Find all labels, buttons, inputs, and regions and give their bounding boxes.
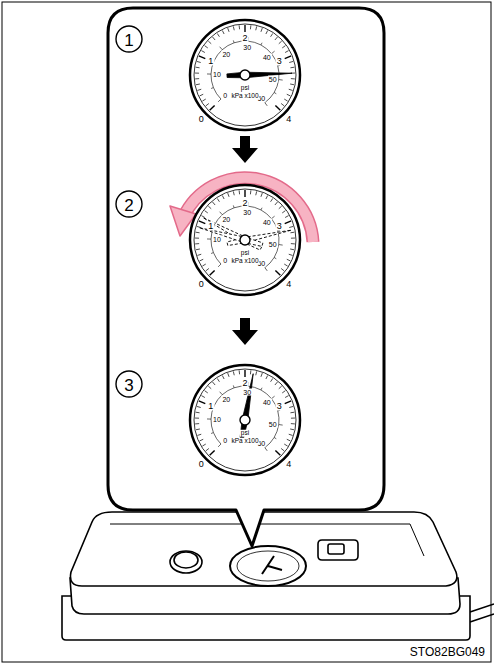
bar-scale-number: 0 [198,114,205,123]
needle-hub [240,235,250,245]
pressure-gauge [190,20,300,130]
psi-scale-number: 50 [268,420,278,427]
psi-scale-number: 20 [221,216,231,223]
compressor-device [62,512,494,640]
bar-scale-number: 3 [276,56,283,65]
callout-number: 3 [123,376,134,393]
gauge-needle [240,374,253,438]
gauge-needle [200,228,263,247]
psi-scale-number: 30 [242,389,252,396]
psi-scale-number: 40 [262,219,272,226]
unit-label: psi [240,250,250,257]
psi-scale-number: 30 [242,44,252,51]
bar-scale-number: 0 [198,459,205,468]
bar-scale-number: 1 [207,56,214,65]
bar-scale-number: 3 [276,221,283,230]
psi-scale-number: 20 [221,51,231,58]
callout-number: 1 [123,31,134,48]
psi-scale-number: 30 [242,209,252,216]
psi-scale-number: 0 [222,91,228,98]
unit-label: kPa x100 [230,93,259,100]
unit-label: kPa x100 [230,258,259,265]
bar-scale-number: 4 [285,279,292,288]
figure-code: STO82BG049 [408,645,487,659]
psi-scale-number: 50 [268,240,278,247]
callout-bubble [108,8,384,546]
psi-scale-number: 10 [212,236,222,243]
gauge-needle [227,72,292,78]
bar-scale-number: 1 [207,221,214,230]
unit-label: psi [240,85,250,92]
needle-hub [240,70,250,80]
bar-scale-number: 1 [207,401,214,410]
unit-label: kPa x100 [230,438,259,445]
psi-scale-number: 10 [212,416,222,423]
unit-label: psi [240,430,250,437]
psi-scale-number: 0 [222,256,228,263]
bar-scale-number: 3 [276,401,283,410]
bar-scale-number: 4 [285,114,292,123]
callout-number: 2 [123,196,134,213]
needle-hub [240,415,250,425]
bar-scale-number: 0 [198,279,205,288]
psi-scale-number: 0 [222,436,228,443]
bar-scale-number: 2 [241,34,248,43]
step-arrow [232,136,258,163]
psi-scale-number: 50 [268,75,278,82]
bar-scale-number: 2 [241,379,248,388]
callout-circle [116,26,142,52]
step-arrow [232,318,258,345]
callout-circle [116,371,142,397]
psi-scale-number: 20 [221,396,231,403]
callout-circle [116,191,142,217]
psi-scale-number: 40 [262,54,272,61]
bar-scale-number: 4 [285,459,292,468]
psi-scale-number: 10 [212,71,222,78]
bar-scale-number: 2 [241,199,248,208]
pressure-gauge [190,185,300,295]
psi-scale-number: 40 [262,399,272,406]
pressure-gauge [190,365,300,475]
